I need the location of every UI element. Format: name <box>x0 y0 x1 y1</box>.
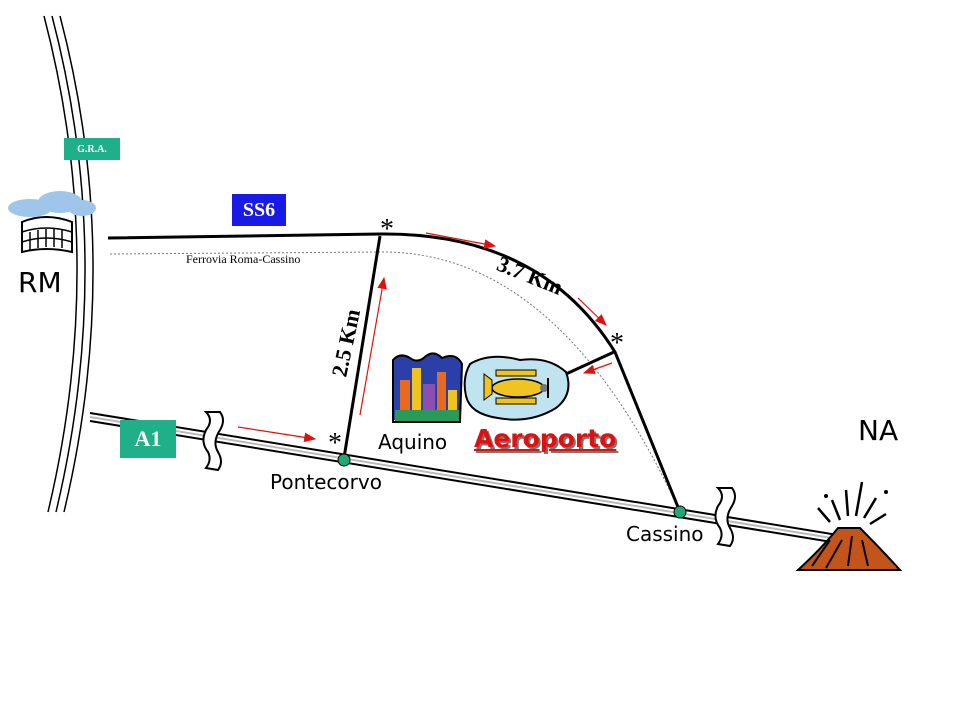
ss6-label: SS6 <box>242 198 276 221</box>
railway-line <box>109 251 681 513</box>
cassino-label: Cassino <box>626 522 704 546</box>
aquino-label: Aquino <box>378 430 448 454</box>
connector-road <box>342 235 382 459</box>
airplane-icon <box>463 355 570 421</box>
railway-label: Ferrovia Roma-Cassino <box>186 252 301 266</box>
junction-marker-ss6-east: * <box>610 328 624 359</box>
volcano-icon <box>795 481 903 571</box>
gra-label: G.R.A. <box>77 143 107 155</box>
rome-label: RM <box>18 266 62 299</box>
ss6-road <box>107 232 682 513</box>
a1-break-symbol-right <box>714 487 736 548</box>
pontecorvo-label: Pontecorvo <box>270 470 382 494</box>
airport-label: Aeroporto <box>474 424 617 453</box>
cassino-dot <box>673 505 687 519</box>
junction-marker-ss6-north: * <box>380 214 394 245</box>
a1-break-symbol-left <box>202 411 224 472</box>
direction-arrows <box>237 232 613 443</box>
a1-label: A1 <box>134 426 162 451</box>
pontecorvo-dot <box>337 453 351 467</box>
gra-ring-road <box>43 15 94 513</box>
ss6-badge: SS6 <box>232 194 286 226</box>
naples-label: NA <box>858 414 899 447</box>
a1-badge: A1 <box>120 420 176 458</box>
airport-access-road <box>565 350 615 376</box>
gra-badge: G.R.A. <box>64 138 120 160</box>
colosseum-icon <box>8 191 96 254</box>
junction-marker-a1: * <box>328 428 342 459</box>
city-skyline-icon <box>392 352 464 423</box>
